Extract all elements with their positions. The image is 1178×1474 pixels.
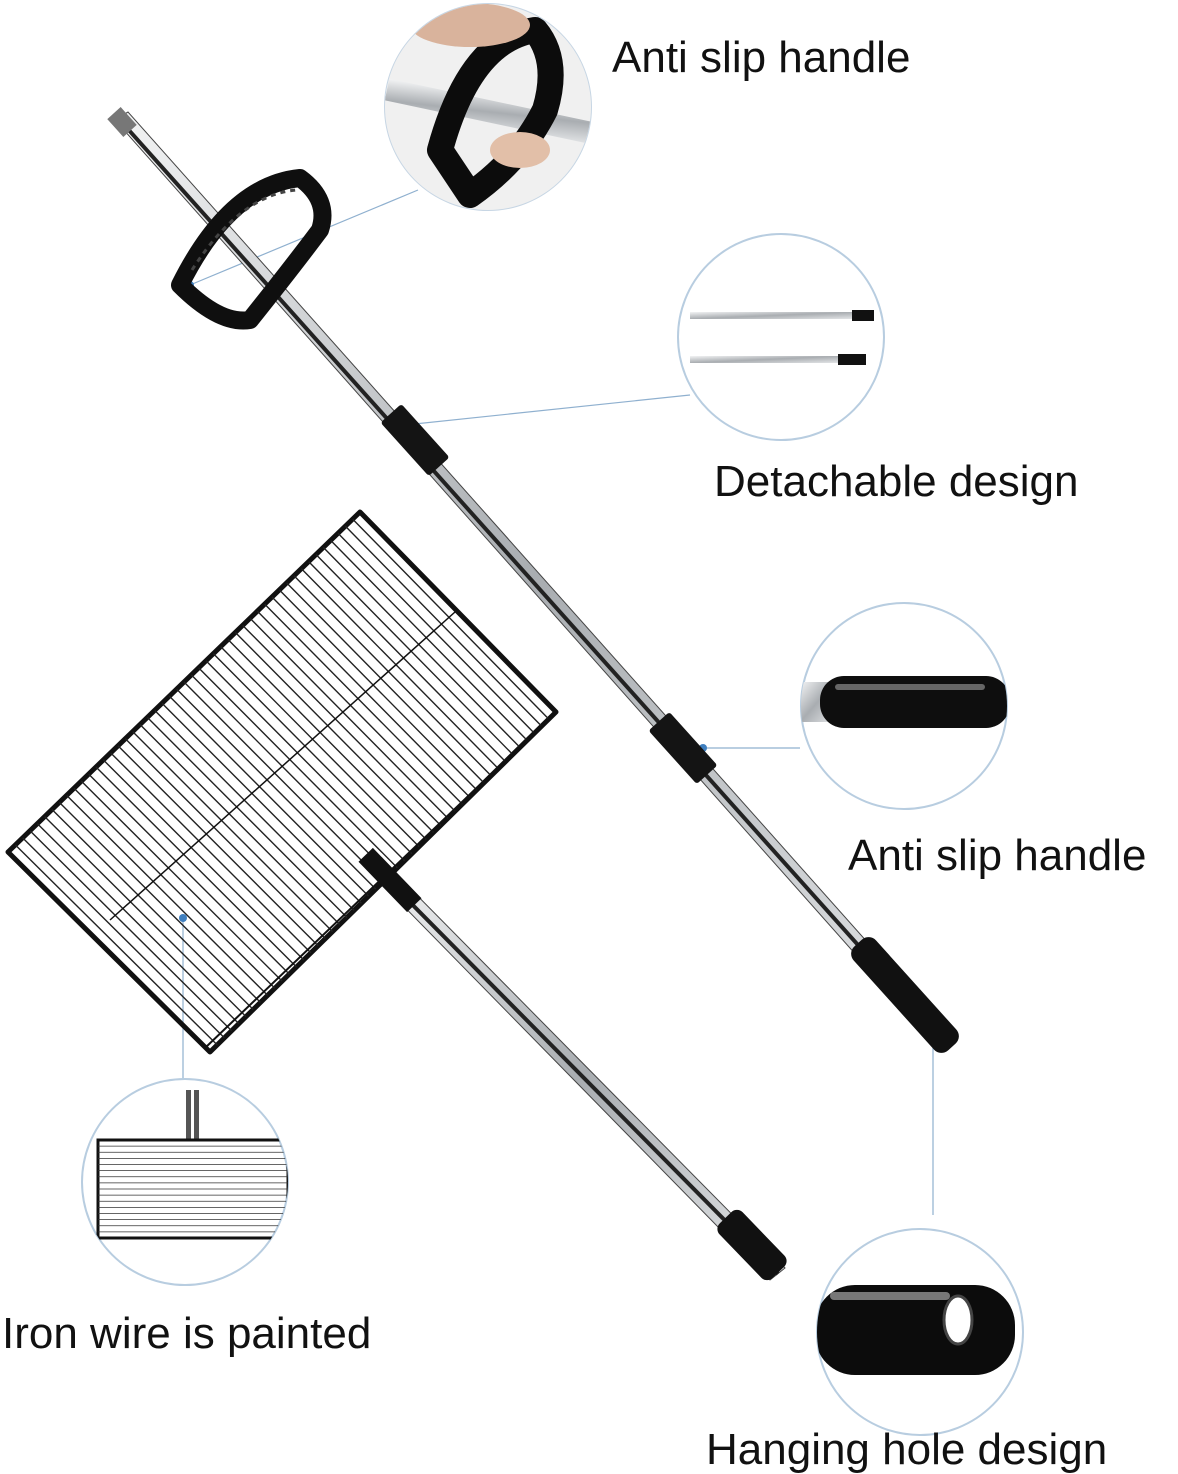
basket-wire (242, 624, 442, 826)
detail-circle-grip (800, 602, 1008, 810)
basket-wire (132, 731, 334, 933)
basket-wire (227, 639, 427, 840)
callout-anti-slip-handle-top: Anti slip handle (612, 33, 911, 82)
basket-wire (66, 794, 269, 996)
detail-circle-basket (81, 1078, 289, 1286)
callout-iron-wire-painted: Iron wire is painted (2, 1309, 372, 1358)
basket-wire (256, 610, 456, 812)
detail-circle-handle (384, 3, 592, 211)
basket-wire (330, 539, 528, 741)
callout-detachable-design: Detachable design (714, 457, 1079, 506)
basket-wire (117, 745, 319, 947)
basket-wire (220, 646, 420, 848)
basket-wire (337, 532, 535, 734)
basket-wire (315, 554, 514, 755)
basket-wire (308, 561, 507, 763)
basket-wire (234, 631, 434, 833)
basket-wire (124, 738, 326, 940)
basket-wire (322, 546, 521, 748)
basket-wire (205, 660, 406, 862)
basket-wire (154, 709, 355, 911)
basket-wire (300, 568, 499, 770)
basket-wire (73, 787, 276, 989)
basket-wire (58, 801, 261, 1003)
basket-wire (293, 575, 492, 777)
callout-hanging-hole-design: Hanging hole design (706, 1425, 1108, 1474)
wire-basket (5, 509, 559, 1055)
basket-wire (190, 674, 391, 876)
basket-wire (110, 752, 312, 954)
basket-wire (14, 844, 218, 1046)
basket-wire (249, 617, 449, 819)
basket-wire (51, 809, 254, 1010)
basket-wire (36, 823, 240, 1025)
basket-wire (161, 702, 362, 904)
basket-wire (344, 525, 543, 727)
callout-anti-slip-handle-mid: Anti slip handle (848, 831, 1147, 880)
basket-wire (198, 667, 398, 869)
basket-wire (22, 837, 225, 1039)
basket-wire (80, 780, 283, 982)
basket-wire (212, 653, 413, 855)
basket-wire (146, 716, 348, 918)
basket-wire (102, 759, 305, 961)
basket-wire (264, 603, 463, 805)
basket-wire (139, 724, 341, 925)
main-pole (107, 107, 959, 1053)
basket-wire (183, 681, 384, 883)
basket-wire (95, 766, 297, 968)
basket-wire (352, 518, 550, 720)
basket-pole (377, 869, 787, 1281)
basket-wire (29, 830, 233, 1032)
basket-wire (286, 582, 485, 784)
d-handle (171, 169, 332, 330)
basket-wire (44, 816, 247, 1018)
detail-circle-poles (677, 233, 885, 441)
basket-wire (176, 688, 377, 890)
basket-wire (278, 589, 478, 791)
detail-circle-end (816, 1228, 1024, 1436)
basket-wire (88, 773, 290, 975)
basket-wire (271, 596, 470, 798)
basket-wire (168, 695, 370, 897)
